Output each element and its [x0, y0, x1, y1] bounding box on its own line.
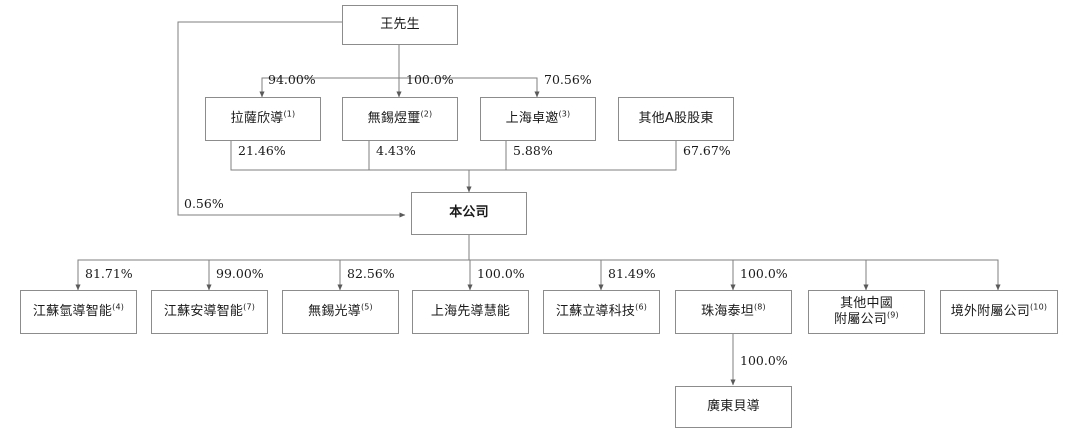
node-label: 王先生 [380, 16, 420, 32]
node-label-text: 拉薩欣導 [230, 110, 284, 126]
pct-company-wuxi-guangdao: 82.56% [347, 266, 395, 281]
pct-other-a-company: 67.67% [683, 143, 731, 158]
node-label-text: 江蘇安導智能 [163, 303, 244, 319]
node-guangdong-beidao[interactable]: 廣東貝導 [675, 386, 792, 428]
node-label: 其他A股股東 [638, 110, 714, 126]
node-ben-gongsi[interactable]: 本公司 [411, 192, 527, 235]
node-lasa-xindao[interactable]: 拉薩欣導(1) [205, 97, 321, 141]
pct-wang-wuxi-yuxi: 100.0% [406, 72, 454, 87]
pct-wang-company-direct: 0.56% [184, 196, 224, 211]
node-label-text: 境外附屬公司 [950, 303, 1030, 319]
pct-wang-lasa: 94.00% [268, 72, 316, 87]
pct-company-jiangsu-qingdao: 81.71% [85, 266, 133, 281]
node-label-text: 珠海泰坦 [701, 303, 754, 319]
node-footnote: (8) [753, 302, 766, 312]
node-label: 無錫煜璽(2) [367, 109, 433, 127]
pct-lasa-company: 21.46% [238, 143, 286, 158]
pct-wuxi-yuxi-company: 4.43% [376, 143, 416, 158]
node-footnote: (1) [283, 109, 296, 119]
node-other-a-shareholders[interactable]: 其他A股股東 [618, 97, 734, 141]
node-footnote: (7) [243, 302, 256, 312]
node-jiangsu-andao-zhineng[interactable]: 江蘇安導智能(7) [151, 290, 268, 334]
node-label: 境外附屬公司(10) [950, 302, 1048, 320]
node-shanghai-xiandao-huineng[interactable]: 上海先導慧能 [412, 290, 529, 334]
node-label-text: 江蘇立導科技 [555, 303, 636, 319]
node-label-line1: 其他中國 [840, 295, 893, 311]
node-label: 拉薩欣導(1) [230, 109, 296, 127]
node-label: 上海先導慧能 [430, 303, 511, 319]
pct-wang-shanghai-zhuoyao: 70.56% [544, 72, 592, 87]
node-wang-xiansheng[interactable]: 王先生 [342, 5, 458, 45]
pct-zhuhai-taitan-guangdong-beidao: 100.0% [740, 353, 788, 368]
node-footnote: (6) [635, 302, 648, 312]
node-label: 無錫光導(5) [308, 302, 373, 320]
node-label: 廣東貝導 [707, 398, 760, 414]
node-label: 本公司 [449, 205, 489, 221]
node-label-text: 無錫光導 [308, 303, 361, 319]
node-wuxi-guangdao[interactable]: 無錫光導(5) [282, 290, 399, 334]
node-shanghai-zhuoyao[interactable]: 上海卓邀(3) [480, 97, 596, 141]
node-zhuhai-taitan[interactable]: 珠海泰坦(8) [675, 290, 792, 334]
pct-company-jiangsu-andao: 99.00% [216, 266, 264, 281]
node-label: 江蘇安導智能(7) [163, 302, 256, 320]
pct-company-jiangsu-lidao: 81.49% [608, 266, 656, 281]
node-footnote: (9) [886, 310, 899, 320]
node-label: 江蘇氫導智能(4) [32, 302, 125, 320]
node-label: 上海卓邀(3) [505, 109, 571, 127]
node-footnote: (2) [420, 109, 433, 119]
pct-company-shanghai-xiandao: 100.0% [477, 266, 525, 281]
node-jiangsu-lidao-keji[interactable]: 江蘇立導科技(6) [543, 290, 660, 334]
node-label: 江蘇立導科技(6) [555, 302, 648, 320]
node-wuxi-yuxi[interactable]: 無錫煜璽(2) [342, 97, 458, 141]
node-footnote: (10) [1029, 302, 1048, 312]
pct-shanghai-zhuoyao-company: 5.88% [513, 143, 553, 158]
node-label-text: 無錫煜璽 [367, 110, 421, 126]
node-other-china-subsidiaries[interactable]: 其他中國 附屬公司(9) [808, 290, 925, 334]
node-overseas-subsidiaries[interactable]: 境外附屬公司(10) [940, 290, 1058, 334]
node-label-text: 上海卓邀 [505, 110, 559, 126]
node-footnote: (5) [360, 302, 373, 312]
node-label: 其他中國 附屬公司(9) [834, 296, 899, 329]
pct-company-zhuhai-taitan: 100.0% [740, 266, 788, 281]
node-label: 珠海泰坦(8) [701, 302, 766, 320]
node-label-line2: 附屬公司 [834, 312, 887, 327]
node-footnote: (3) [558, 109, 571, 119]
node-jiangsu-qingdao-zhineng[interactable]: 江蘇氫導智能(4) [20, 290, 137, 334]
node-label-text: 江蘇氫導智能 [32, 303, 113, 319]
node-footnote: (4) [112, 302, 125, 312]
